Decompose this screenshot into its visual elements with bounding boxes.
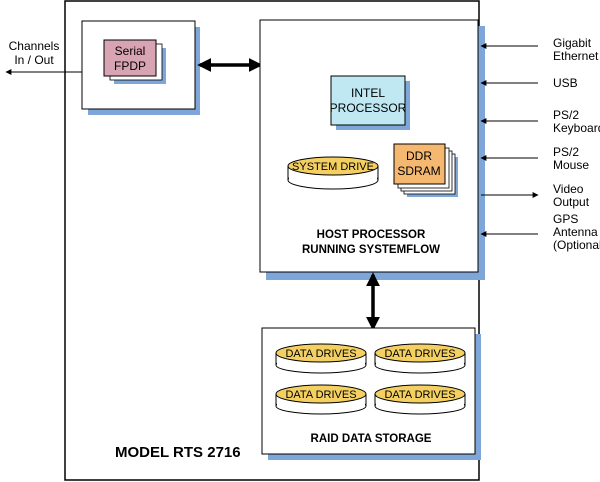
processor-label-line2: PROCESSOR — [330, 101, 407, 115]
data-drive-top — [275, 384, 367, 404]
host-title-line2: RUNNING SYSTEMFLOW — [302, 244, 440, 256]
sdram-label-line2: SDRAM — [397, 164, 440, 178]
data-drive-label: DATA DRIVES — [285, 389, 356, 401]
data-drive-label: DATA DRIVES — [285, 348, 356, 360]
host-processor: INTEL PROCESSOR SYSTEM DRIVE DDR SDRAM H… — [259, 19, 485, 280]
data-drive-top — [374, 384, 466, 404]
data-drives: DATA DRIVES DATA DRIVES DATA DRIVES DATA DR… — [275, 343, 466, 415]
channels-label-line1: Channels — [9, 39, 60, 53]
sdram-stack: DDR SDRAM — [393, 143, 458, 197]
fpdp-label-line2: FPDP — [114, 59, 146, 73]
io-port-label: Video — [553, 182, 584, 196]
io-port-label: Mouse — [553, 158, 589, 172]
raid-storage: DATA DRIVES DATA DRIVES DATA DRIVES DATA DR… — [261, 327, 481, 460]
host-title-line1: HOST PROCESSOR — [317, 229, 426, 241]
io-port-label: (Optional) — [553, 238, 600, 252]
channels-label-line2: In / Out — [14, 53, 54, 67]
system-drive-top — [287, 156, 379, 176]
raid-title: RAID DATA STORAGE — [311, 433, 432, 445]
io-port-label: Keyboard — [553, 121, 600, 135]
data-drive-label: DATA DRIVES — [384, 389, 455, 401]
data-drive-top — [275, 343, 367, 363]
data-drive: DATA DRIVES — [275, 384, 367, 415]
io-port: USB — [480, 76, 578, 90]
io-ports: GigabitEthernetUSBPS/2KeyboardPS/2MouseV… — [480, 36, 600, 252]
model-label: MODEL RTS 2716 — [115, 444, 241, 461]
data-drive-top — [374, 343, 466, 363]
processor-label-line1: INTEL — [351, 86, 385, 100]
system-drive: SYSTEM DRIVE — [287, 156, 379, 190]
io-port-label: PS/2 — [553, 145, 579, 159]
data-drive: DATA DRIVES — [275, 343, 367, 374]
fpdp-chip — [103, 39, 157, 77]
system-drive-label: SYSTEM DRIVE — [292, 161, 374, 173]
sdram-label-line1: DDR — [406, 149, 432, 163]
fpdp-label-line1: Serial — [115, 44, 146, 58]
io-port-label: Antenna — [553, 225, 598, 239]
data-drive: DATA DRIVES — [374, 384, 466, 415]
io-port-label: Ethernet — [553, 49, 599, 63]
io-port-label: Output — [553, 195, 590, 209]
data-drive-label: DATA DRIVES — [384, 348, 455, 360]
processor-chip — [330, 75, 406, 126]
fpdp-module: Serial FPDP — [81, 20, 200, 115]
data-drive: DATA DRIVES — [374, 343, 466, 374]
io-port-label: PS/2 — [553, 108, 579, 122]
sdram-chip — [393, 143, 446, 185]
io-port-label: USB — [553, 76, 578, 90]
io-port-label: Gigabit — [553, 36, 592, 50]
io-port-label: GPS — [553, 212, 578, 226]
